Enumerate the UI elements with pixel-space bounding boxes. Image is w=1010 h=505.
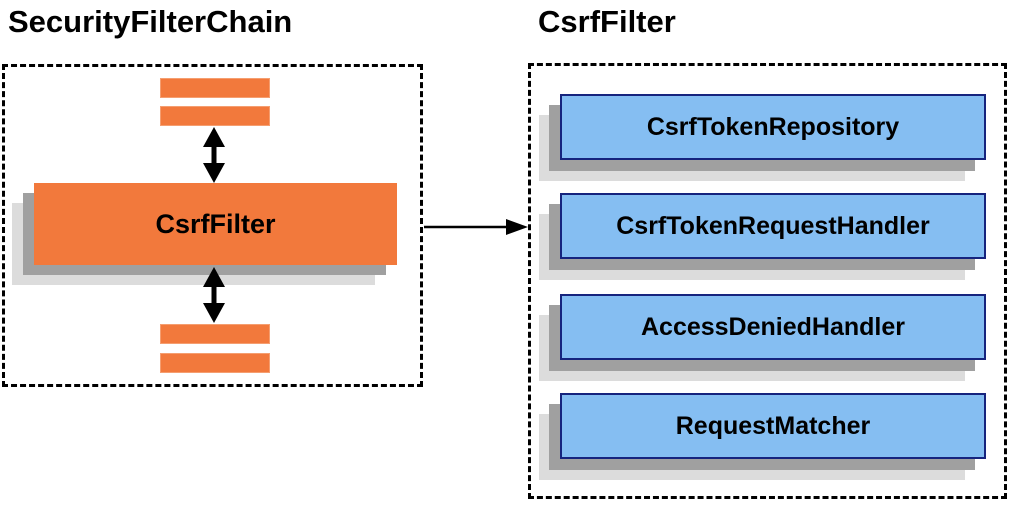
security-filter-chain-container: [2, 64, 423, 387]
filter-placeholder-bar: [160, 353, 270, 373]
filter-placeholder-bar: [160, 106, 270, 126]
csrf-filter-title: CsrfFilter: [538, 4, 676, 39]
component-box-request-matcher: RequestMatcher: [560, 393, 986, 459]
component-box-access-denied-handler: AccessDeniedHandler: [560, 294, 986, 360]
bidirectional-arrow-icon: [202, 127, 226, 183]
csrf-filter-container: [528, 63, 1007, 499]
security-filter-chain-title: SecurityFilterChain: [8, 4, 293, 39]
filter-placeholder-bar: [160, 78, 270, 98]
filter-placeholder-bar: [160, 324, 270, 344]
component-box-csrf-token-request-handler: CsrfTokenRequestHandler: [560, 193, 986, 259]
right-arrow-icon: [424, 217, 528, 237]
bidirectional-arrow-icon: [202, 267, 226, 323]
csrf-filter-box: CsrfFilter: [34, 183, 397, 265]
component-box-csrf-token-repository: CsrfTokenRepository: [560, 94, 986, 160]
